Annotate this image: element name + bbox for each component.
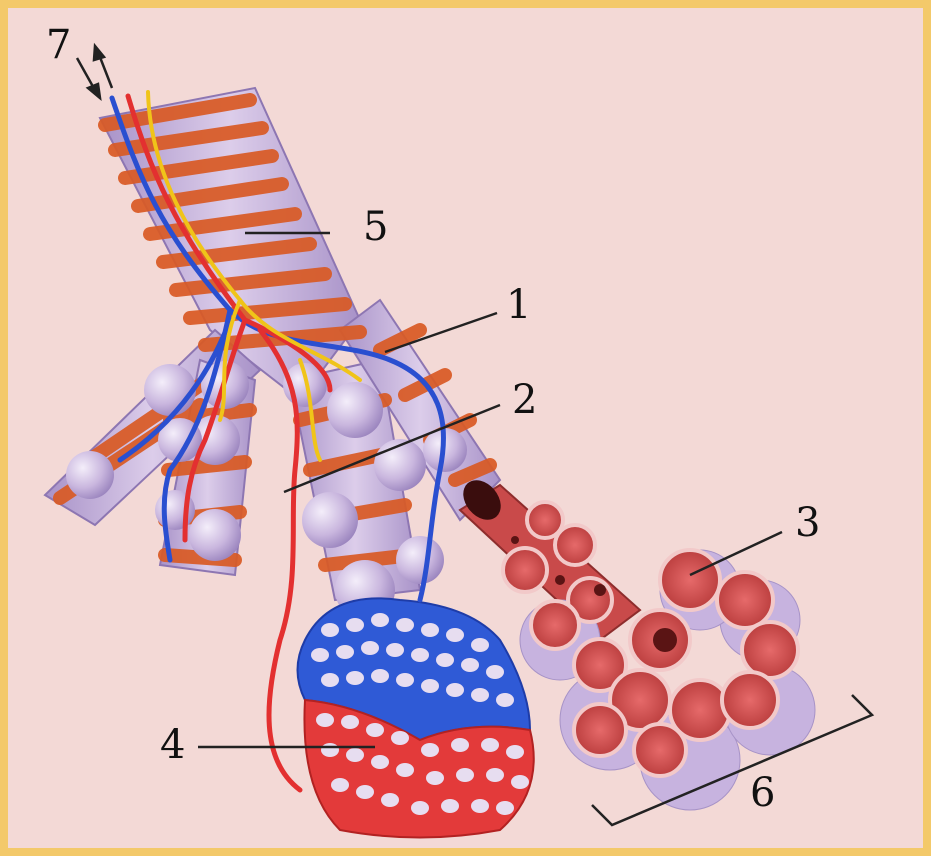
label-7: 7 [46, 22, 71, 68]
label-2: 2 [512, 377, 537, 423]
label-4: 4 [160, 722, 185, 768]
label-6: 6 [750, 770, 775, 816]
diagram-frame: 7 5 1 2 3 4 6 [8, 8, 923, 848]
bronchiole-alveoli-diagram: 7 5 1 2 3 4 6 [8, 8, 923, 848]
label-5: 5 [363, 204, 388, 250]
label-3: 3 [795, 500, 820, 546]
label-1: 1 [506, 282, 531, 328]
capillary-network [298, 598, 534, 837]
airflow-arrows [77, 46, 112, 98]
